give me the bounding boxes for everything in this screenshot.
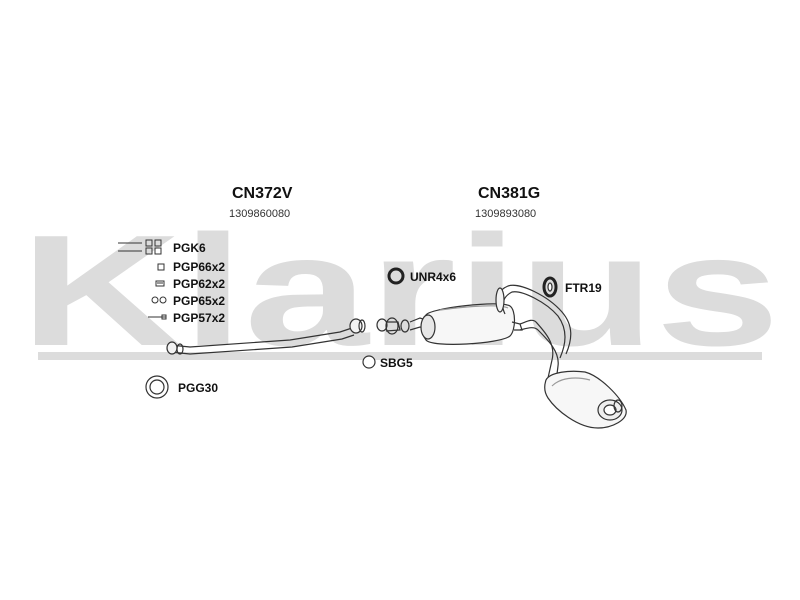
rear-pipe: [495, 284, 572, 383]
gasket-ring-icon: [145, 375, 169, 399]
fitting-label-pgp62x2: PGP62x2: [173, 277, 226, 291]
front-pipe: [166, 318, 366, 355]
middle-silencer: [409, 303, 523, 345]
spring-clip-icon: [151, 296, 167, 304]
rear-silencer: [544, 370, 627, 429]
bolt-set-icon: [118, 239, 162, 255]
fitting-label-pgp65x2: PGP65x2: [173, 294, 226, 308]
sealing-ring-icon: [362, 355, 376, 369]
watermark-text: Klarius: [20, 203, 780, 379]
assembly-part-number-front: 1309860080: [229, 208, 291, 220]
nut-icon: [157, 263, 165, 271]
stud-icon: [148, 314, 167, 320]
fitting-label-pgg30: PGG30: [178, 381, 219, 395]
mounting-rubber-icon: [542, 276, 558, 298]
washer-icon: [155, 280, 165, 287]
pipe-connector: [376, 317, 410, 335]
fitting-label-pgp66x2: PGP66x2: [173, 260, 226, 274]
assembly-part-number-rear: 1309893080: [475, 208, 537, 220]
assembly-code-front: CN372V: [232, 185, 293, 202]
fitting-label-unr4x6: UNR4x6: [410, 270, 457, 284]
fitting-label-ftr19: FTR19: [565, 281, 602, 295]
rubber-ring-icon: [387, 267, 405, 285]
watermark-underline: [38, 352, 762, 360]
assembly-code-rear: CN381G: [478, 185, 541, 202]
fitting-label-sbg5: SBG5: [380, 356, 413, 370]
fitting-label-pgk6: PGK6: [173, 241, 206, 255]
fitting-label-pgp57x2: PGP57x2: [173, 311, 226, 325]
